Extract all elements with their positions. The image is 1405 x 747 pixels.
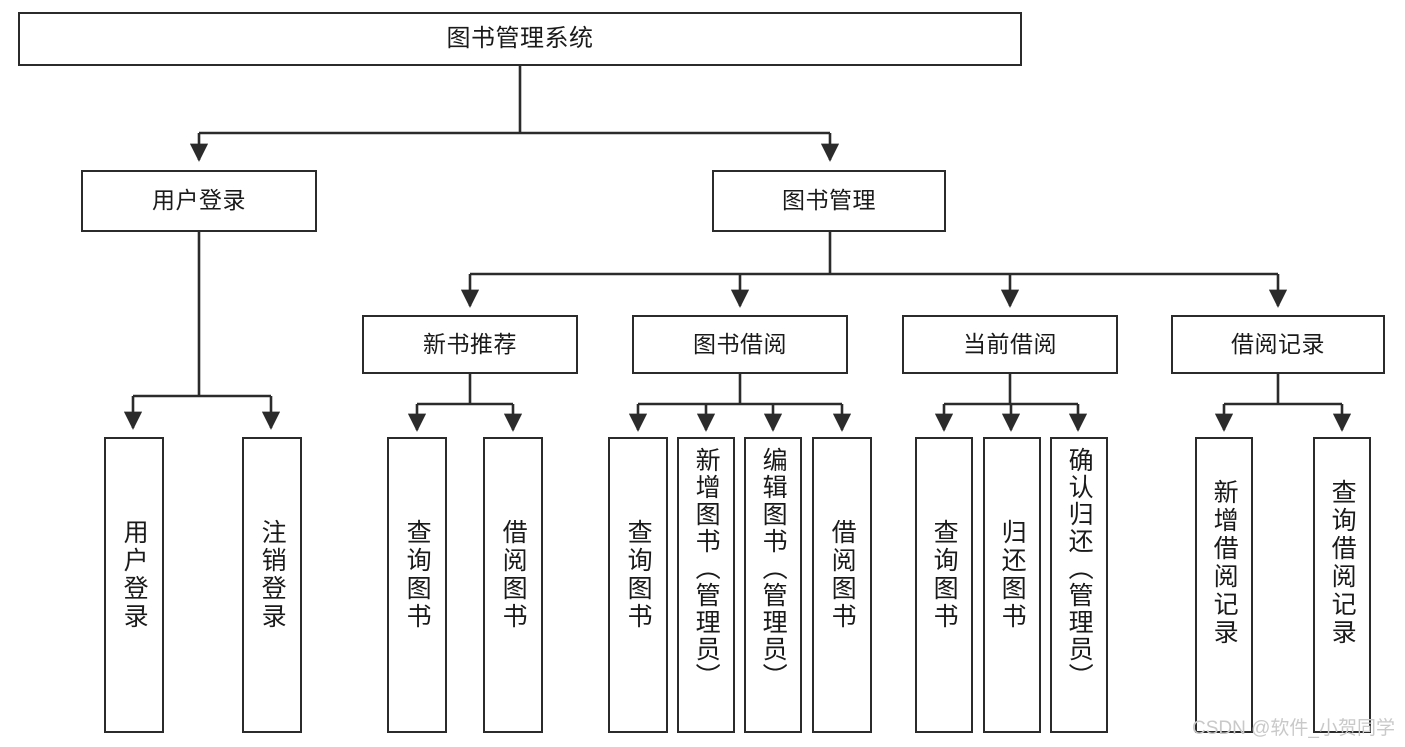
leaf-new-book-query[interactable]: 查询图书 — [387, 437, 447, 733]
leaf-borrow-edit-book-admin[interactable]: 编辑图书（管理员） — [744, 437, 802, 733]
leaf-borrow-query-book-label: 查询图书 — [624, 519, 653, 631]
leaf-new-book-borrow-label: 借阅图书 — [499, 519, 528, 631]
leaf-current-return-book-label: 归还图书 — [998, 519, 1027, 631]
leaf-borrow-edit-book-admin-label: 编辑图书（管理员） — [759, 447, 788, 690]
node-book-borrow[interactable]: 图书借阅 — [632, 315, 848, 374]
leaf-user-login-signout-label: 注销登录 — [258, 519, 287, 631]
leaf-borrow-borrow-book[interactable]: 借阅图书 — [812, 437, 872, 733]
node-borrow-record[interactable]: 借阅记录 — [1171, 315, 1385, 374]
leaf-borrow-add-book-admin-label: 新增图书（管理员） — [692, 447, 721, 690]
leaf-user-login-signout[interactable]: 注销登录 — [242, 437, 302, 733]
leaf-current-query-book[interactable]: 查询图书 — [915, 437, 973, 733]
leaf-user-login-signin[interactable]: 用户登录 — [104, 437, 164, 733]
leaf-new-book-borrow[interactable]: 借阅图书 — [483, 437, 543, 733]
leaf-borrow-borrow-book-label: 借阅图书 — [828, 519, 857, 631]
leaf-current-confirm-return-admin-label: 确认归还（管理员） — [1065, 447, 1094, 690]
node-book-borrow-label: 图书借阅 — [693, 330, 787, 357]
node-book-management[interactable]: 图书管理 — [712, 170, 946, 232]
node-current-borrow[interactable]: 当前借阅 — [902, 315, 1118, 374]
csdn-watermark: CSDN @软件_小贺同学 — [1192, 718, 1395, 739]
node-root-label: 图书管理系统 — [446, 24, 594, 52]
leaf-record-query[interactable]: 查询借阅记录 — [1313, 437, 1371, 733]
node-borrow-record-label: 借阅记录 — [1231, 330, 1325, 357]
node-new-book-recommend[interactable]: 新书推荐 — [362, 315, 578, 374]
leaf-current-query-book-label: 查询图书 — [930, 519, 959, 631]
leaf-current-return-book[interactable]: 归还图书 — [983, 437, 1041, 733]
leaf-record-add-label: 新增借阅记录 — [1210, 479, 1239, 647]
node-root[interactable]: 图书管理系统 — [18, 12, 1022, 66]
leaf-current-confirm-return-admin[interactable]: 确认归还（管理员） — [1050, 437, 1108, 733]
leaf-user-login-signin-label: 用户登录 — [120, 519, 149, 631]
leaf-record-query-label: 查询借阅记录 — [1328, 479, 1357, 647]
node-current-borrow-label: 当前借阅 — [963, 330, 1057, 357]
node-user-login[interactable]: 用户登录 — [81, 170, 317, 232]
node-new-book-recommend-label: 新书推荐 — [423, 330, 517, 357]
node-user-login-label: 用户登录 — [152, 187, 246, 214]
leaf-record-add[interactable]: 新增借阅记录 — [1195, 437, 1253, 733]
leaf-new-book-query-label: 查询图书 — [403, 519, 432, 631]
leaf-borrow-add-book-admin[interactable]: 新增图书（管理员） — [677, 437, 735, 733]
node-book-management-label: 图书管理 — [782, 187, 876, 214]
leaf-borrow-query-book[interactable]: 查询图书 — [608, 437, 668, 733]
